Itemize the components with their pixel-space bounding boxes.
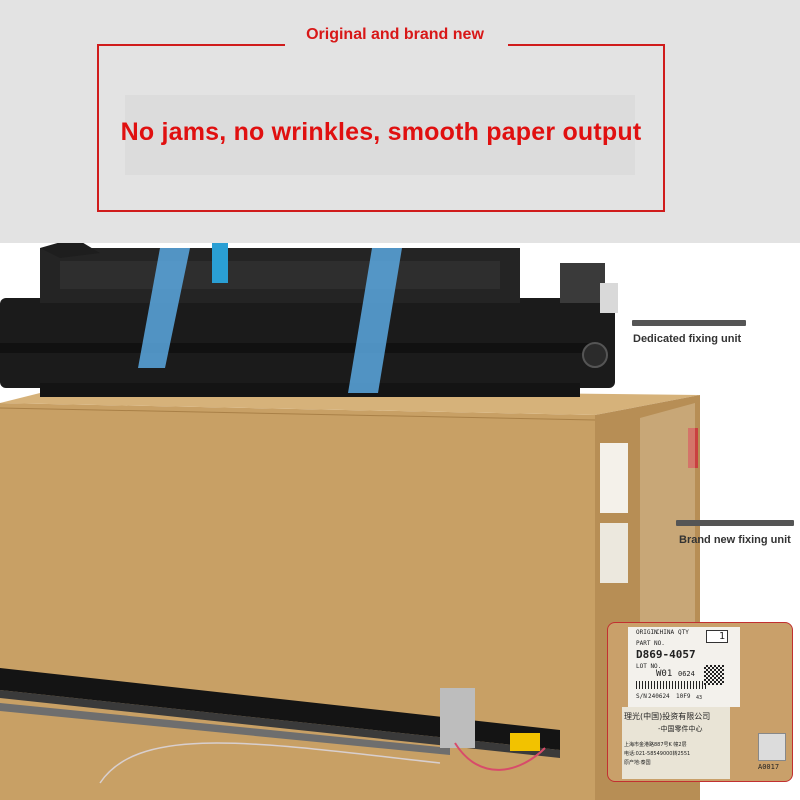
barcode (636, 681, 706, 689)
company-address: 上海市金港路887号K 幢2层 (624, 742, 687, 748)
callout-box: Brand new fixing unit (679, 534, 791, 546)
lot-value: W01 (656, 669, 673, 679)
headline-frame (97, 44, 665, 212)
part-label: PART NO. (636, 640, 665, 647)
fixing-roller (0, 668, 560, 784)
lot-label: LOT NO. (636, 663, 662, 670)
hologram-sticker (758, 733, 786, 761)
frame-top-left (97, 44, 285, 46)
lot-date: 0624 (678, 670, 695, 678)
callout-line-fixing-unit (632, 320, 746, 326)
sn-label: S/N (636, 693, 647, 700)
company-phone: 电话:021-58549000转2551 (624, 751, 691, 757)
fixing-unit (0, 243, 618, 397)
company-dept: -中国零件中心 (658, 725, 703, 733)
company-name: 理光(中国)投资有限公司 (624, 712, 711, 721)
label-code: A0017 (758, 763, 780, 771)
callout-line-box (676, 520, 794, 526)
qty-value: 1 (706, 630, 728, 643)
headline-text: No jams, no wrinkles, smooth paper outpu… (120, 118, 642, 146)
sn-suffix: 10F9 (676, 693, 691, 700)
frame-top-right (508, 44, 665, 46)
sn-value: 240624 (648, 693, 670, 700)
label-inset: ORIGIN CHINA QTY 1 PART NO. D869-4057 LO… (607, 622, 793, 782)
qr-code (704, 665, 724, 685)
callout-fixing-unit: Dedicated fixing unit (633, 333, 742, 345)
original-badge: Original and brand new (306, 26, 484, 43)
qty-label: QTY (678, 629, 689, 636)
sn-tail: 43 (696, 695, 703, 701)
origin-value: CHINA (656, 629, 675, 636)
importer-sticker (622, 707, 730, 779)
made-in: 原产地:泰国 (624, 760, 651, 766)
part-number: D869-4057 (636, 648, 696, 661)
origin-label: ORIGIN (636, 629, 658, 636)
headline-band (125, 95, 635, 175)
